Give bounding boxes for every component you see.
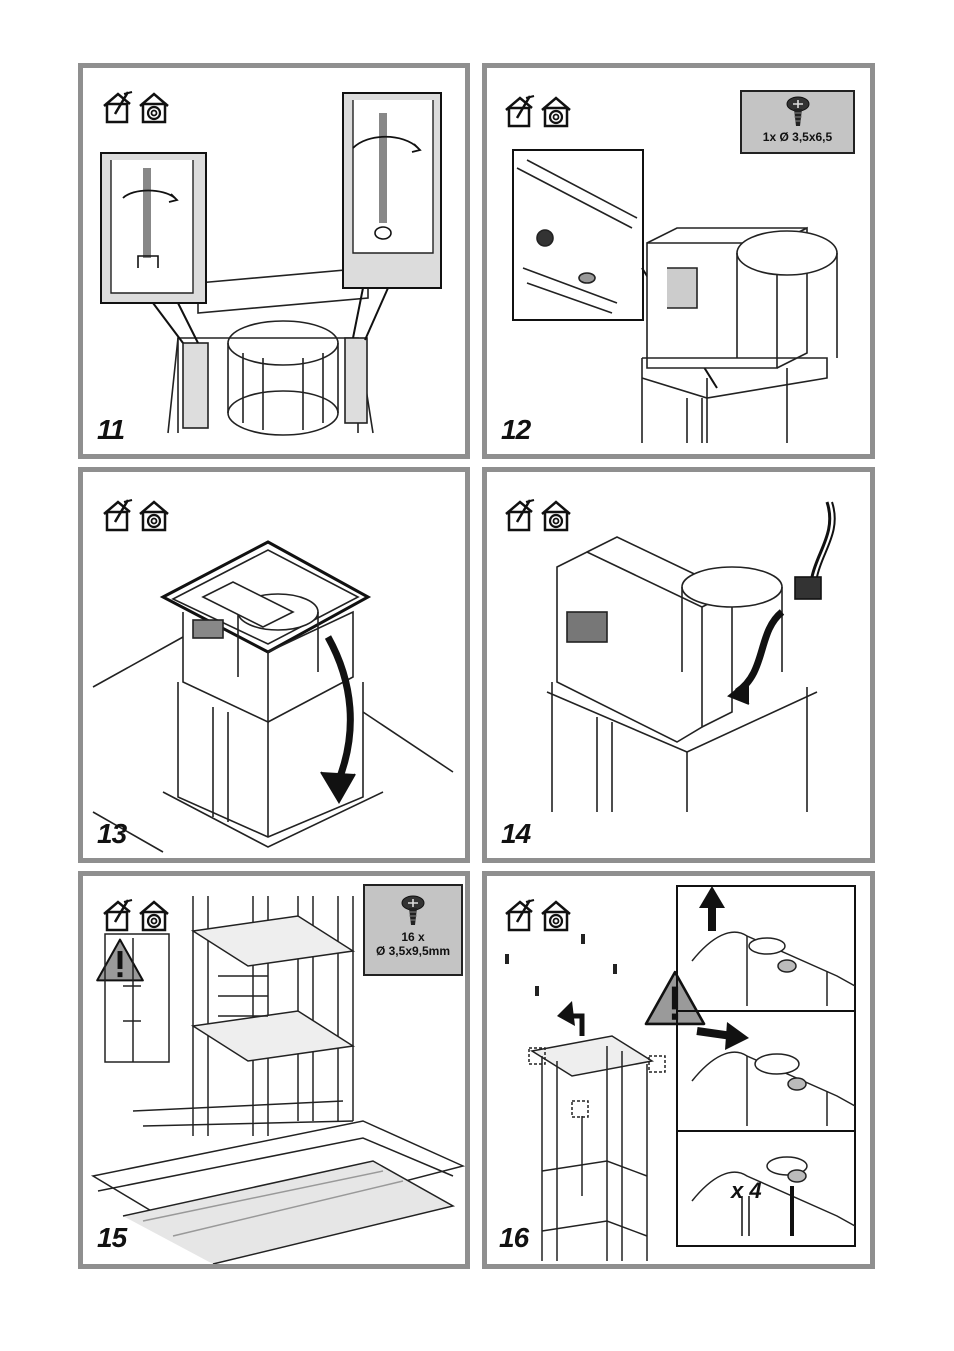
step-11-panel: 11 [78,63,470,459]
screw-label: 1x Ø 3,5x6,5 [742,130,853,144]
screw-icon [784,96,812,128]
screw-badge: 1x Ø 3,5x6,5 [740,90,855,154]
step-number: 11 [97,414,124,446]
step-number: 14 [501,818,530,850]
step-13-panel: 13 [78,467,470,863]
step-15-panel: 16 x Ø 3,5x9,5mm 15 [78,871,470,1269]
step-14-panel: 14 [482,467,875,863]
step-11-illustration [83,68,465,454]
step-number: 15 [97,1222,126,1254]
step-number: 12 [501,414,530,446]
multiplier-label: x 4 [731,1178,762,1204]
step-13-illustration [83,472,465,858]
step-16-panel: x 4 16 [482,871,875,1269]
step-number: 16 [499,1222,528,1254]
step-14-illustration [487,472,870,858]
house-mount-icon [499,94,579,130]
step-16-illustration [487,876,870,1264]
step-15-illustration [83,876,465,1264]
step-number: 13 [97,818,126,850]
step-12-panel: 1x Ø 3,5x6,5 12 [482,63,875,459]
